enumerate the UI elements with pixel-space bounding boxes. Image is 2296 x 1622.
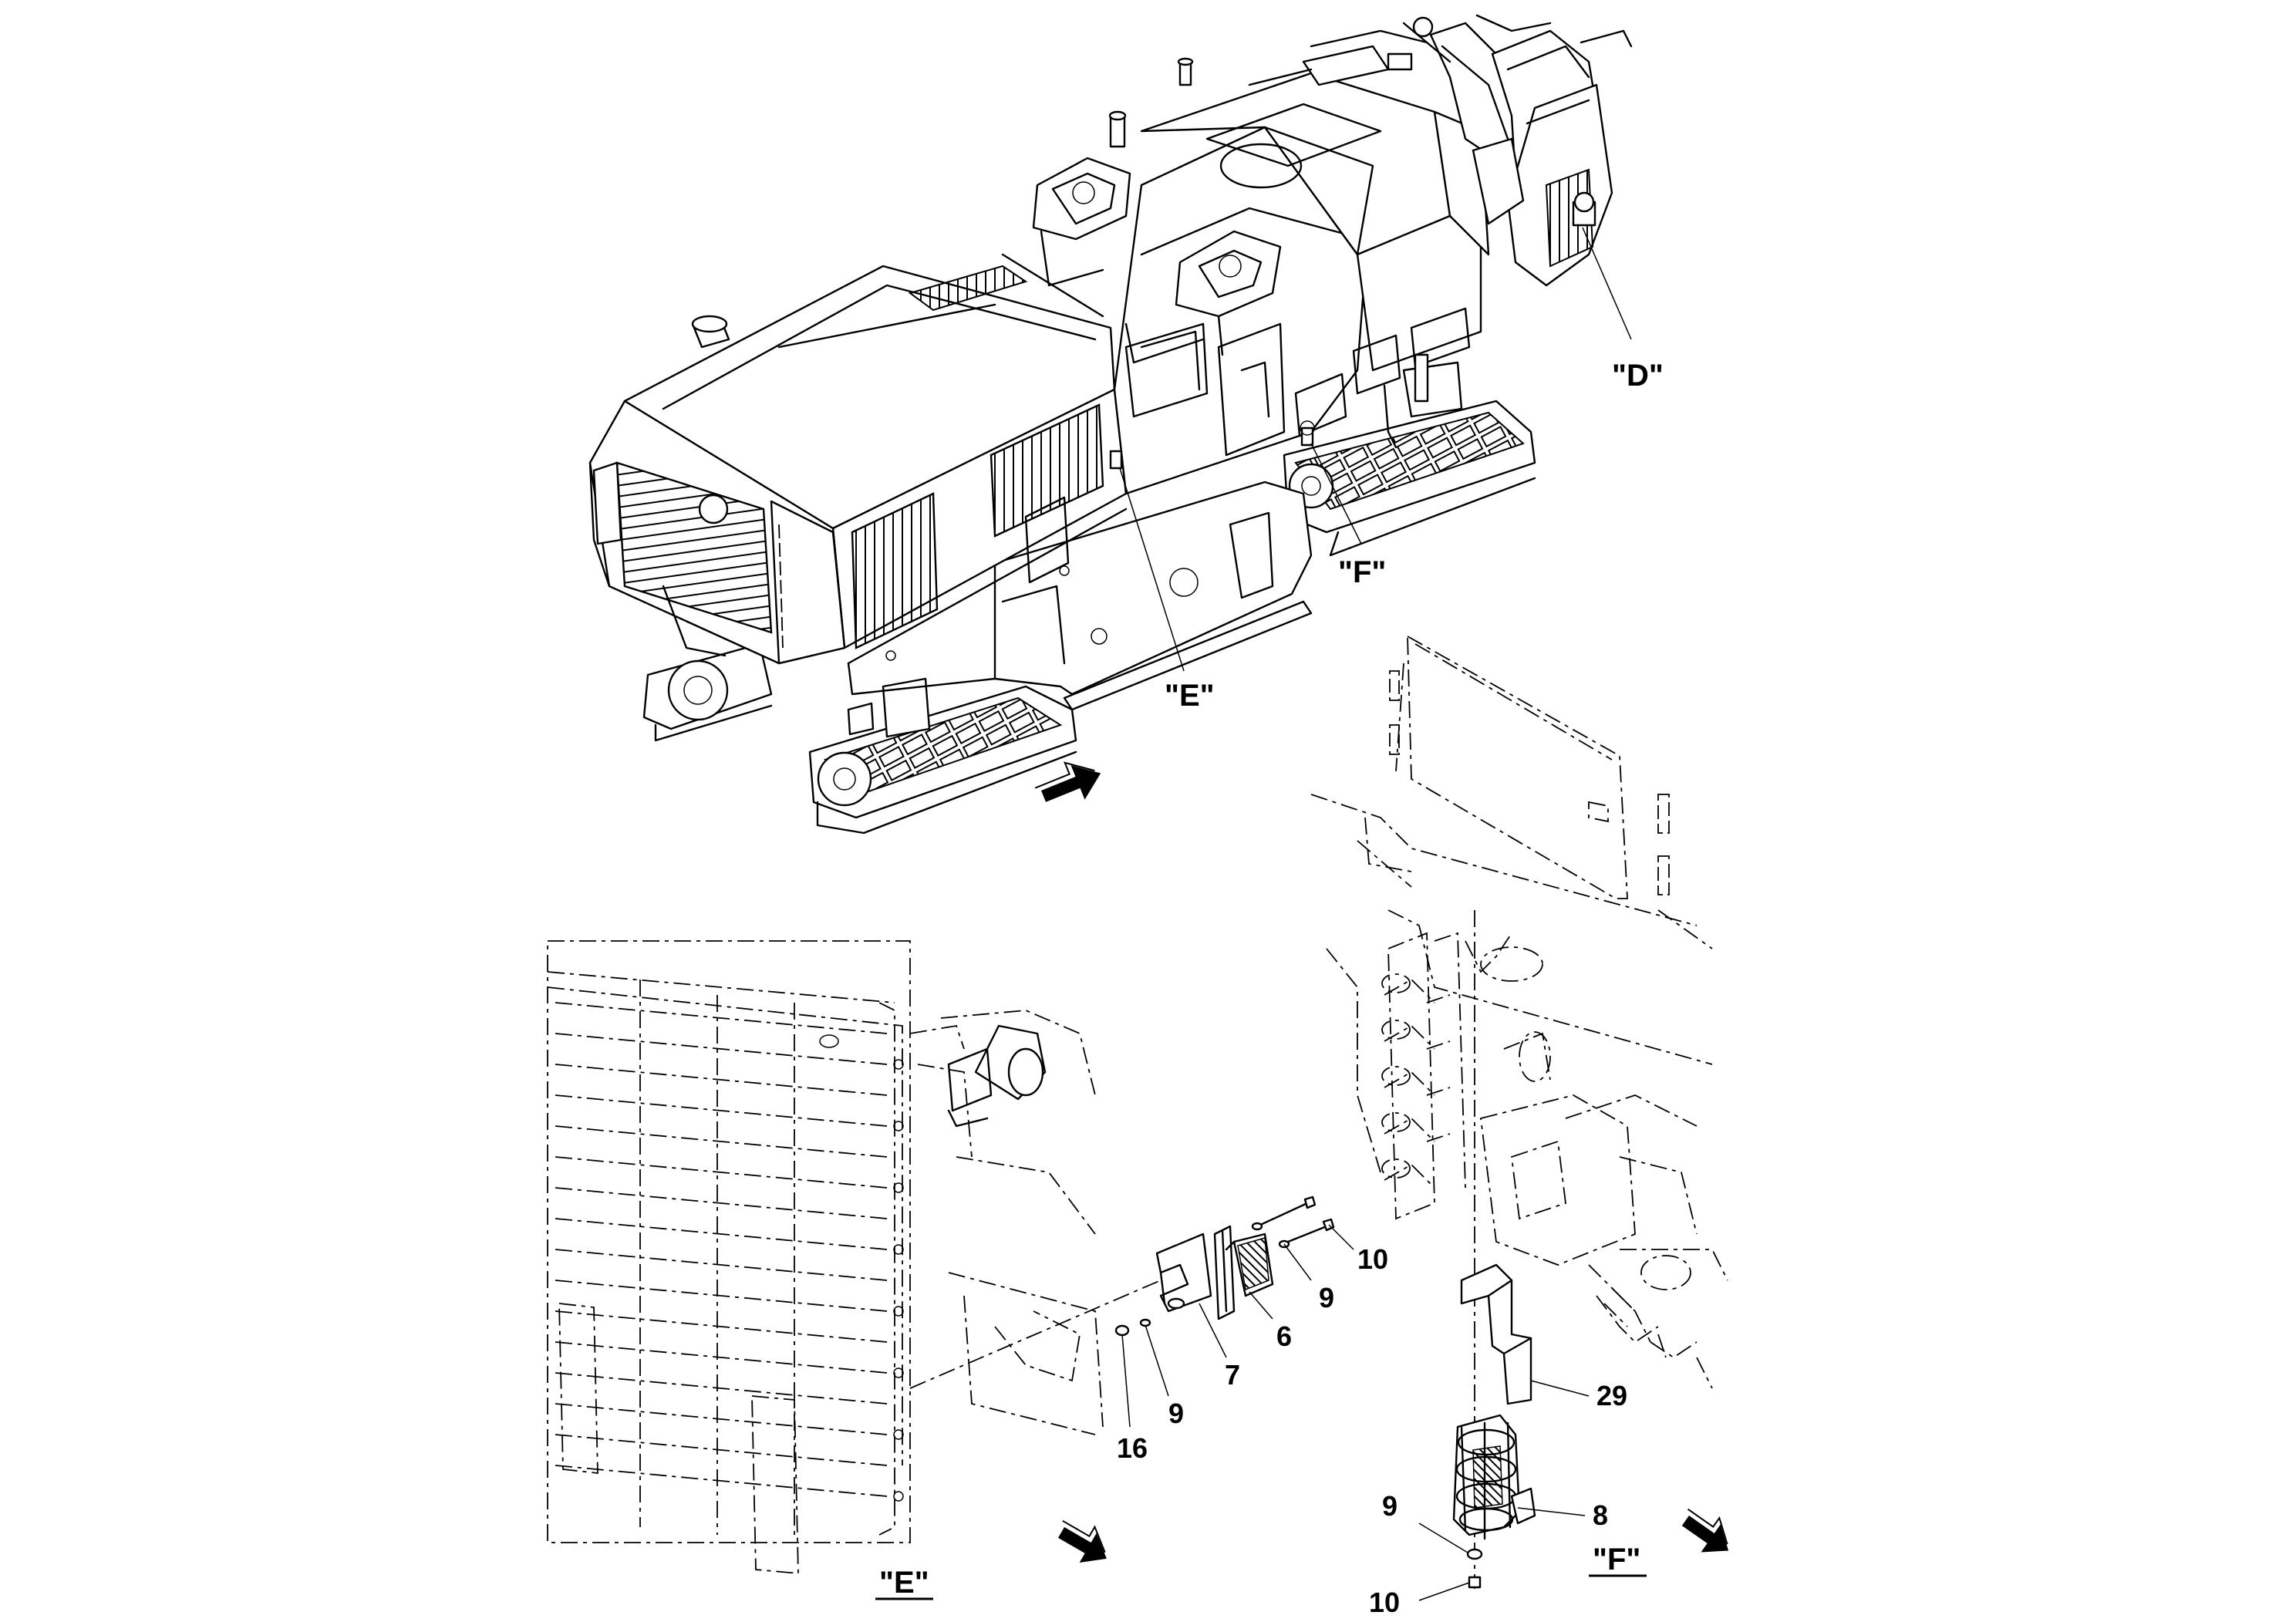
view-label-e: "E" bbox=[1165, 679, 1215, 713]
valve-bank bbox=[1381, 932, 1466, 1220]
bolt-f bbox=[1468, 1576, 1482, 1589]
track-left-rear bbox=[642, 642, 773, 742]
engine-hood bbox=[623, 265, 1128, 696]
callout-f-29: 29 bbox=[1596, 1380, 1627, 1411]
leader-e bbox=[1119, 467, 1185, 672]
frame-bolts bbox=[893, 1059, 904, 1502]
detail-f: 29 8 9 10 "F" bbox=[1310, 635, 1729, 1618]
leader-f bbox=[1310, 443, 1362, 545]
fasteners-e bbox=[1114, 1195, 1335, 1337]
rear-body bbox=[1140, 45, 1490, 449]
machine-overview bbox=[588, 14, 1633, 835]
detail-title-f: "F" bbox=[1593, 1543, 1640, 1576]
radiator-front bbox=[588, 400, 846, 665]
direction-arrow-icon bbox=[1058, 1519, 1107, 1563]
callout-e-10: 10 bbox=[1357, 1243, 1388, 1275]
direction-arrow-icon bbox=[1681, 1508, 1729, 1553]
lamp-with-guard bbox=[1452, 1414, 1536, 1540]
callout-e-7: 7 bbox=[1225, 1359, 1240, 1391]
view-label-d: "D" bbox=[1612, 359, 1664, 393]
leader-d bbox=[1582, 227, 1632, 340]
callout-e-6: 6 bbox=[1276, 1320, 1292, 1352]
callout-e-9b: 9 bbox=[1168, 1398, 1184, 1429]
washer-f bbox=[1466, 1548, 1483, 1560]
direction-arrow-icon bbox=[1034, 761, 1101, 802]
callout-e-9a: 9 bbox=[1319, 1282, 1334, 1313]
operator-platform bbox=[1001, 110, 1374, 495]
callout-f-9: 9 bbox=[1382, 1490, 1397, 1522]
lamp-position-f bbox=[1300, 427, 1314, 447]
lamp-bracket-29 bbox=[1460, 1263, 1532, 1405]
grille-slats bbox=[555, 980, 888, 1535]
track-left-front bbox=[808, 677, 1077, 835]
callout-f-8: 8 bbox=[1593, 1499, 1608, 1531]
detail-title-e: "E" bbox=[879, 1566, 929, 1600]
lamp-position-e bbox=[1109, 450, 1123, 470]
detail-e: 10 9 6 7 9 16 "E" bbox=[547, 940, 1388, 1600]
track-right-rear bbox=[1283, 361, 1536, 557]
lamp-bracket bbox=[1155, 1225, 1236, 1320]
existing-work-lamp bbox=[947, 1024, 1047, 1128]
view-label-f: "F" bbox=[1338, 555, 1386, 589]
lamp-head bbox=[1225, 1233, 1274, 1297]
callout-e-16: 16 bbox=[1117, 1432, 1148, 1464]
callout-f-10: 10 bbox=[1369, 1587, 1400, 1618]
